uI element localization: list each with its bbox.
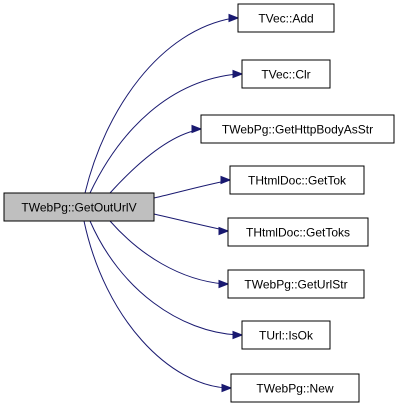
callee-node-label: THtmlDoc::GetToks (246, 226, 350, 240)
arrowhead-icon (228, 13, 240, 23)
call-edge (153, 180, 227, 199)
arrowhead-icon (221, 383, 233, 393)
call-edge (83, 220, 228, 389)
callee-node-tvec-add[interactable]: TVec::Add (237, 3, 335, 33)
callee-node-twebpg-gethttpbodyasstr[interactable]: TWebPg::GetHttpBodyAsStr (200, 114, 395, 144)
callee-node-label: THtmlDoc::GetTok (248, 174, 347, 188)
call-edge (153, 213, 225, 231)
callee-node-label: TWebPg::GetHttpBodyAsStr (222, 123, 373, 137)
arrowhead-icon (220, 175, 232, 185)
root-node[interactable]: TWebPg::GetOutUrlV (3, 192, 155, 222)
call-edge (109, 220, 225, 285)
callee-node-turl-isok[interactable]: TUrl::IsOk (241, 320, 331, 350)
call-edge (89, 73, 239, 194)
callee-node-label: TWebPg::GetUrlStr (244, 278, 347, 292)
callee-node-twebpg-geturlstr[interactable]: TWebPg::GetUrlStr (227, 269, 365, 299)
arrowhead-icon (232, 330, 244, 340)
call-edge (109, 129, 198, 194)
root-node-label: TWebPg::GetOutUrlV (21, 201, 136, 215)
callee-node-label: TVec::Clr (261, 68, 310, 82)
callee-node-twebpg-new[interactable]: TWebPg::New (230, 373, 360, 403)
call-edges (83, 13, 244, 393)
call-edge (84, 17, 235, 194)
callee-node-thtmldoc-gettok[interactable]: THtmlDoc::GetTok (229, 165, 365, 195)
callee-node-label: TUrl::IsOk (259, 329, 314, 343)
callee-node-label: TWebPg::New (256, 382, 333, 396)
arrowhead-icon (218, 226, 230, 236)
call-edge (89, 220, 239, 336)
arrowhead-icon (232, 69, 244, 79)
callee-node-thtmldoc-gettoks[interactable]: THtmlDoc::GetToks (227, 217, 369, 247)
arrowhead-icon (218, 279, 230, 289)
callee-node-label: TVec::Add (258, 12, 313, 26)
arrowhead-icon (191, 124, 203, 134)
callee-node-tvec-clr[interactable]: TVec::Clr (241, 59, 331, 89)
